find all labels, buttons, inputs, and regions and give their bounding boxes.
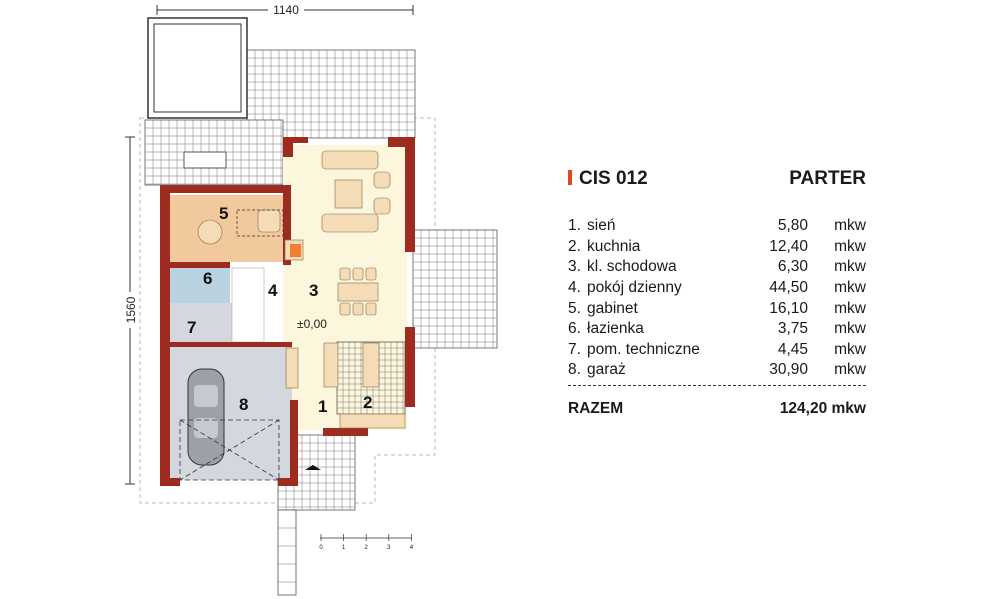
room-row: 1. sień 5,80 mkw — [568, 216, 866, 237]
scale-label: 3 — [387, 545, 391, 551]
room-name: pom. techniczne — [587, 340, 700, 358]
room-number: 6. — [568, 320, 581, 338]
desk-outline — [236, 209, 284, 237]
car-icon — [187, 368, 225, 466]
room-unit: mkw — [834, 361, 866, 379]
room-bathroom — [170, 268, 230, 303]
room-area: 6,30 — [777, 258, 808, 276]
path — [277, 509, 297, 596]
room-label-5: 5 — [219, 204, 228, 223]
dimension-height: 1560 — [122, 136, 138, 485]
room-area: 30,90 — [769, 361, 808, 379]
room-label-4: 4 — [268, 281, 278, 300]
width-label: 1140 — [273, 3, 299, 17]
room-name: gabinet — [587, 299, 638, 317]
height-label: 1560 — [124, 296, 138, 323]
room-name: kl. schodowa — [587, 258, 677, 276]
room-row: 3. kl. schodowa 6,30 mkw — [568, 257, 866, 278]
garage-door-outline — [179, 419, 280, 481]
area-legend: CIS 012 PARTER 1. sień 5,80 mkw 2. kuchnia 12,… — [568, 168, 866, 418]
room-row: 4. pokój dzienny 44,50 mkw — [568, 278, 866, 299]
room-number: 5. — [568, 299, 581, 317]
project-name: CIS 012 — [579, 168, 648, 189]
room-label-2: 2 — [363, 393, 372, 412]
separator — [568, 384, 866, 386]
pergola — [147, 17, 248, 119]
room-row: 7. pom. techniczne 4,45 mkw — [568, 340, 866, 361]
room-technical — [170, 303, 232, 345]
room-area: 4,45 — [777, 340, 808, 358]
scale-label: 4 — [410, 545, 414, 551]
scale-label: 2 — [365, 545, 369, 551]
room-row: 5. gabinet 16,10 mkw — [568, 298, 866, 319]
room-label-6: 6 — [203, 269, 212, 288]
total-value: 124,20 mkw — [779, 399, 866, 417]
entrance-arrow-icon — [305, 465, 321, 470]
room-area: 12,40 — [769, 237, 808, 255]
total-row: RAZEM 124,20 mkw — [568, 400, 866, 418]
room-label-3: 3 — [309, 281, 318, 300]
room-name: pokój dzienny — [587, 279, 682, 297]
room-area: 5,80 — [777, 217, 808, 235]
dimension-width: 1140 — [156, 2, 414, 17]
room-unit: mkw — [834, 320, 866, 338]
terrace-right — [412, 229, 498, 349]
room-number: 7. — [568, 340, 581, 358]
room-unit: mkw — [834, 279, 866, 297]
scale-label: 0 — [319, 545, 323, 551]
room-row: 6. łazienka 3,75 mkw — [568, 319, 866, 340]
total-label: RAZEM — [568, 399, 624, 417]
room-label-1: 1 — [318, 397, 327, 416]
room-name: kuchnia — [587, 237, 641, 255]
room-unit: mkw — [834, 340, 866, 358]
fireplace-icon — [290, 244, 301, 257]
room-name: garaż — [587, 361, 626, 379]
room-row: 2. kuchnia 12,40 mkw — [568, 237, 866, 258]
room-unit: mkw — [834, 217, 866, 235]
room-unit: mkw — [834, 299, 866, 317]
room-number: 3. — [568, 258, 581, 276]
room-number: 2. — [568, 237, 581, 255]
plot-outline — [139, 117, 436, 504]
room-unit: mkw — [834, 258, 866, 276]
scale-bar: 0 1 2 3 4 — [319, 534, 414, 551]
room-area: 3,75 — [777, 320, 808, 338]
room-number: 1. — [568, 217, 581, 235]
terrace-table — [183, 151, 227, 169]
floor-name: PARTER — [789, 168, 866, 189]
room-label-7: 7 — [187, 318, 196, 337]
terrace-top — [246, 49, 416, 139]
walls — [160, 137, 415, 486]
room-unit: mkw — [834, 237, 866, 255]
accent-bar — [568, 170, 572, 185]
room-area: 16,10 — [769, 299, 808, 317]
room-name: sień — [587, 217, 616, 235]
room-number: 4. — [568, 279, 581, 297]
room-row: 8. garaż 30,90 mkw — [568, 360, 866, 381]
scale-label: 1 — [342, 545, 346, 551]
level-mark: ±0,00 — [297, 317, 327, 331]
stairs — [231, 267, 265, 343]
room-label-8: 8 — [239, 395, 248, 414]
room-number: 8. — [568, 361, 581, 379]
room-name: łazienka — [587, 320, 644, 338]
room-area: 44,50 — [769, 279, 808, 297]
